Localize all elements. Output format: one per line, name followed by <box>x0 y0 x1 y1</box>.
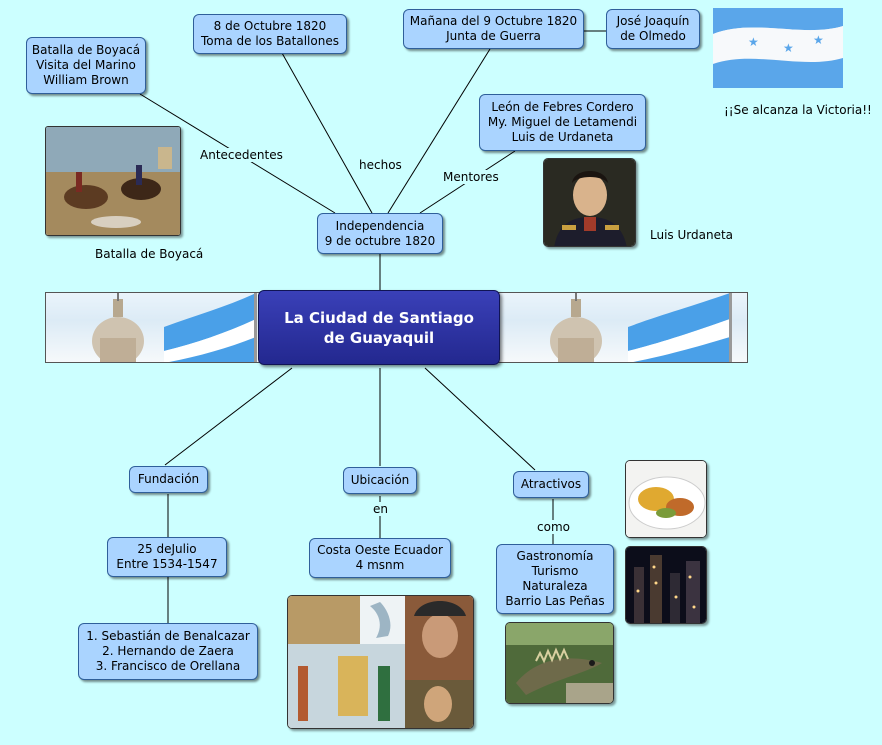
node-text: Naturaleza <box>522 579 588 593</box>
node-ubicacion[interactable]: Ubicación <box>343 467 417 494</box>
node-text: Fundación <box>137 472 200 486</box>
node-mentores[interactable]: León de Febres Cordero My. Miguel de Let… <box>479 94 646 151</box>
historic-collage-image <box>287 595 474 729</box>
node-9-octubre[interactable]: Mañana del 9 Octubre 1820 Junta de Guerr… <box>403 9 584 49</box>
node-text: Turismo <box>531 564 579 578</box>
flag-left <box>164 293 257 362</box>
svg-text:★: ★ <box>748 35 759 49</box>
node-text: 3. Francisco de Orellana <box>95 659 241 673</box>
node-text: Costa Oeste Ecuador <box>317 543 443 557</box>
node-text: 4 msnm <box>355 558 405 572</box>
night-city-image <box>625 546 707 624</box>
node-fundadores[interactable]: 1. Sebastián de Benalcazar 2. Hernando d… <box>78 623 258 680</box>
central-node[interactable]: La Ciudad de Santiago de Guayaquil <box>258 290 500 365</box>
victory-flag-image: ★ ★ ★ <box>713 8 843 88</box>
node-text: Junta de Guerra <box>446 29 541 43</box>
node-text: 1. Sebastián de Benalcazar <box>86 629 250 643</box>
node-text: 9 de octubre 1820 <box>324 233 436 248</box>
banner-artwork <box>92 293 732 362</box>
node-independencia[interactable]: Independencia 9 de octubre 1820 <box>317 213 443 254</box>
central-line-1: La Ciudad de Santiago <box>284 308 474 327</box>
node-text: My. Miguel de Letamendi <box>487 115 638 129</box>
node-text: Toma de los Batallones <box>201 34 339 48</box>
node-text: Entre 1534-1547 <box>116 557 218 571</box>
node-fundacion[interactable]: Fundación <box>129 466 208 493</box>
node-atractivos[interactable]: Atractivos <box>513 471 589 498</box>
caption-victoria: ¡¡Se alcanza la Victoria!! <box>724 103 872 117</box>
iguana-image <box>505 622 614 704</box>
label-hechos: hechos <box>357 158 404 172</box>
label-como: como <box>535 520 572 534</box>
node-gastronomia[interactable]: Gastronomía Turismo Naturaleza Barrio La… <box>496 544 614 614</box>
node-text: Independencia <box>335 218 425 233</box>
node-julio[interactable]: 25 deJulio Entre 1534-1547 <box>107 537 227 577</box>
node-text: Ubicación <box>350 473 410 487</box>
node-text: Batalla de Boyacá <box>31 43 141 57</box>
node-text: Barrio Las Peñas <box>505 594 605 608</box>
node-text: León de Febres Cordero <box>491 100 634 114</box>
node-text: Luis de Urdaneta <box>511 130 614 144</box>
label-antecedentes: Antecedentes <box>198 148 285 162</box>
urdaneta-portrait-image <box>543 158 636 247</box>
caption-urdaneta: Luis Urdaneta <box>650 228 734 242</box>
node-costa[interactable]: Costa Oeste Ecuador 4 msnm <box>309 538 451 578</box>
flag-right <box>628 293 732 362</box>
cathedral-dome-left <box>92 293 144 362</box>
node-boyaca-brown[interactable]: Batalla de Boyacá Visita del Marino Will… <box>26 37 146 94</box>
node-olmedo[interactable]: José Joaquín de Olmedo <box>606 9 700 49</box>
svg-text:★: ★ <box>813 33 824 47</box>
node-text: Mañana del 9 Octubre 1820 <box>409 14 578 28</box>
node-text: 8 de Octubre 1820 <box>213 19 327 33</box>
svg-text:★: ★ <box>783 41 794 55</box>
caption-boyaca: Batalla de Boyacá <box>95 247 204 261</box>
label-en: en <box>371 502 390 516</box>
node-8-octubre[interactable]: 8 de Octubre 1820 Toma de los Batallones <box>193 14 347 54</box>
gastronomy-dish-image <box>625 460 707 538</box>
label-mentores: Mentores <box>441 170 501 184</box>
node-text: 2. Hernando de Zaera <box>102 644 234 658</box>
cathedral-dome-right <box>550 293 602 362</box>
node-text: de Olmedo <box>620 29 686 43</box>
node-text: 25 deJulio <box>137 542 197 556</box>
battle-painting-image <box>45 126 181 236</box>
node-text: Visita del Marino <box>36 58 136 72</box>
node-text: Gastronomía <box>516 549 594 563</box>
node-text: José Joaquín <box>616 14 690 28</box>
node-text: Atractivos <box>520 477 582 491</box>
node-text: William Brown <box>43 73 129 87</box>
central-line-2: de Guayaquil <box>323 328 435 347</box>
